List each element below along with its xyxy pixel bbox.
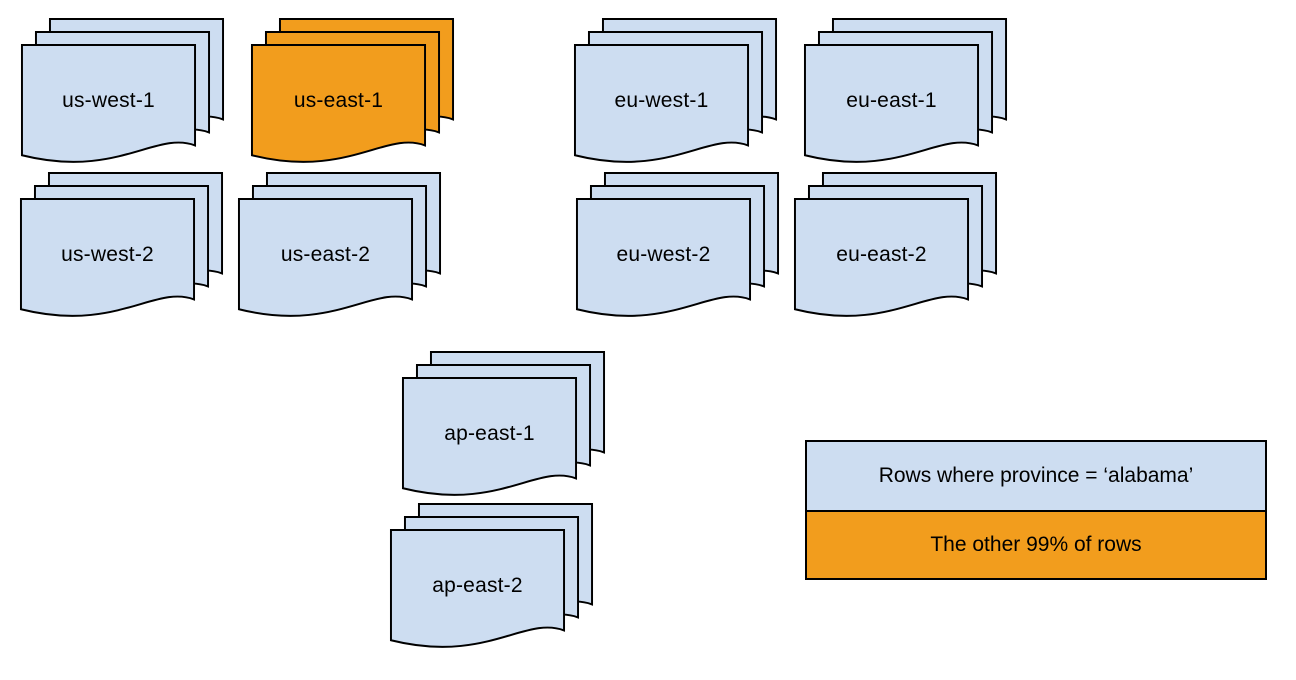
region-label: ap-east-2 xyxy=(432,574,523,597)
region-stack-eu-east-1: eu-east-1 xyxy=(803,17,1008,171)
region-stack-us-east-1: us-east-1 xyxy=(250,17,455,171)
region-label: us-east-2 xyxy=(280,243,371,266)
legend-item-other-rows: The other 99% of rows xyxy=(807,510,1265,578)
legend-item-alabama-rows: Rows where province = ‘alabama’ xyxy=(807,442,1265,510)
region-label: eu-west-2 xyxy=(616,243,711,266)
region-stack-us-west-2: us-west-2 xyxy=(19,171,224,325)
region-stack-ap-east-2: ap-east-2 xyxy=(389,502,594,656)
region-label: eu-east-2 xyxy=(836,243,927,266)
region-stack-eu-west-1: eu-west-1 xyxy=(573,17,778,171)
region-stack-ap-east-1: ap-east-1 xyxy=(401,350,606,504)
legend-item-label: The other 99% of rows xyxy=(930,533,1142,556)
region-label: eu-east-1 xyxy=(846,89,937,112)
region-label: us-west-1 xyxy=(62,89,155,112)
region-stack-us-west-1: us-west-1 xyxy=(20,17,225,171)
region-stack-eu-east-2: eu-east-2 xyxy=(793,171,998,325)
legend: Rows where province = ‘alabama’ The othe… xyxy=(805,440,1267,580)
region-stack-us-east-2: us-east-2 xyxy=(237,171,442,325)
region-label: ap-east-1 xyxy=(444,422,535,445)
region-label: us-east-1 xyxy=(293,89,384,112)
region-stack-eu-west-2: eu-west-2 xyxy=(575,171,780,325)
region-label: us-west-2 xyxy=(61,243,154,266)
legend-item-label: Rows where province = ‘alabama’ xyxy=(878,464,1194,487)
region-label: eu-west-1 xyxy=(614,89,709,112)
